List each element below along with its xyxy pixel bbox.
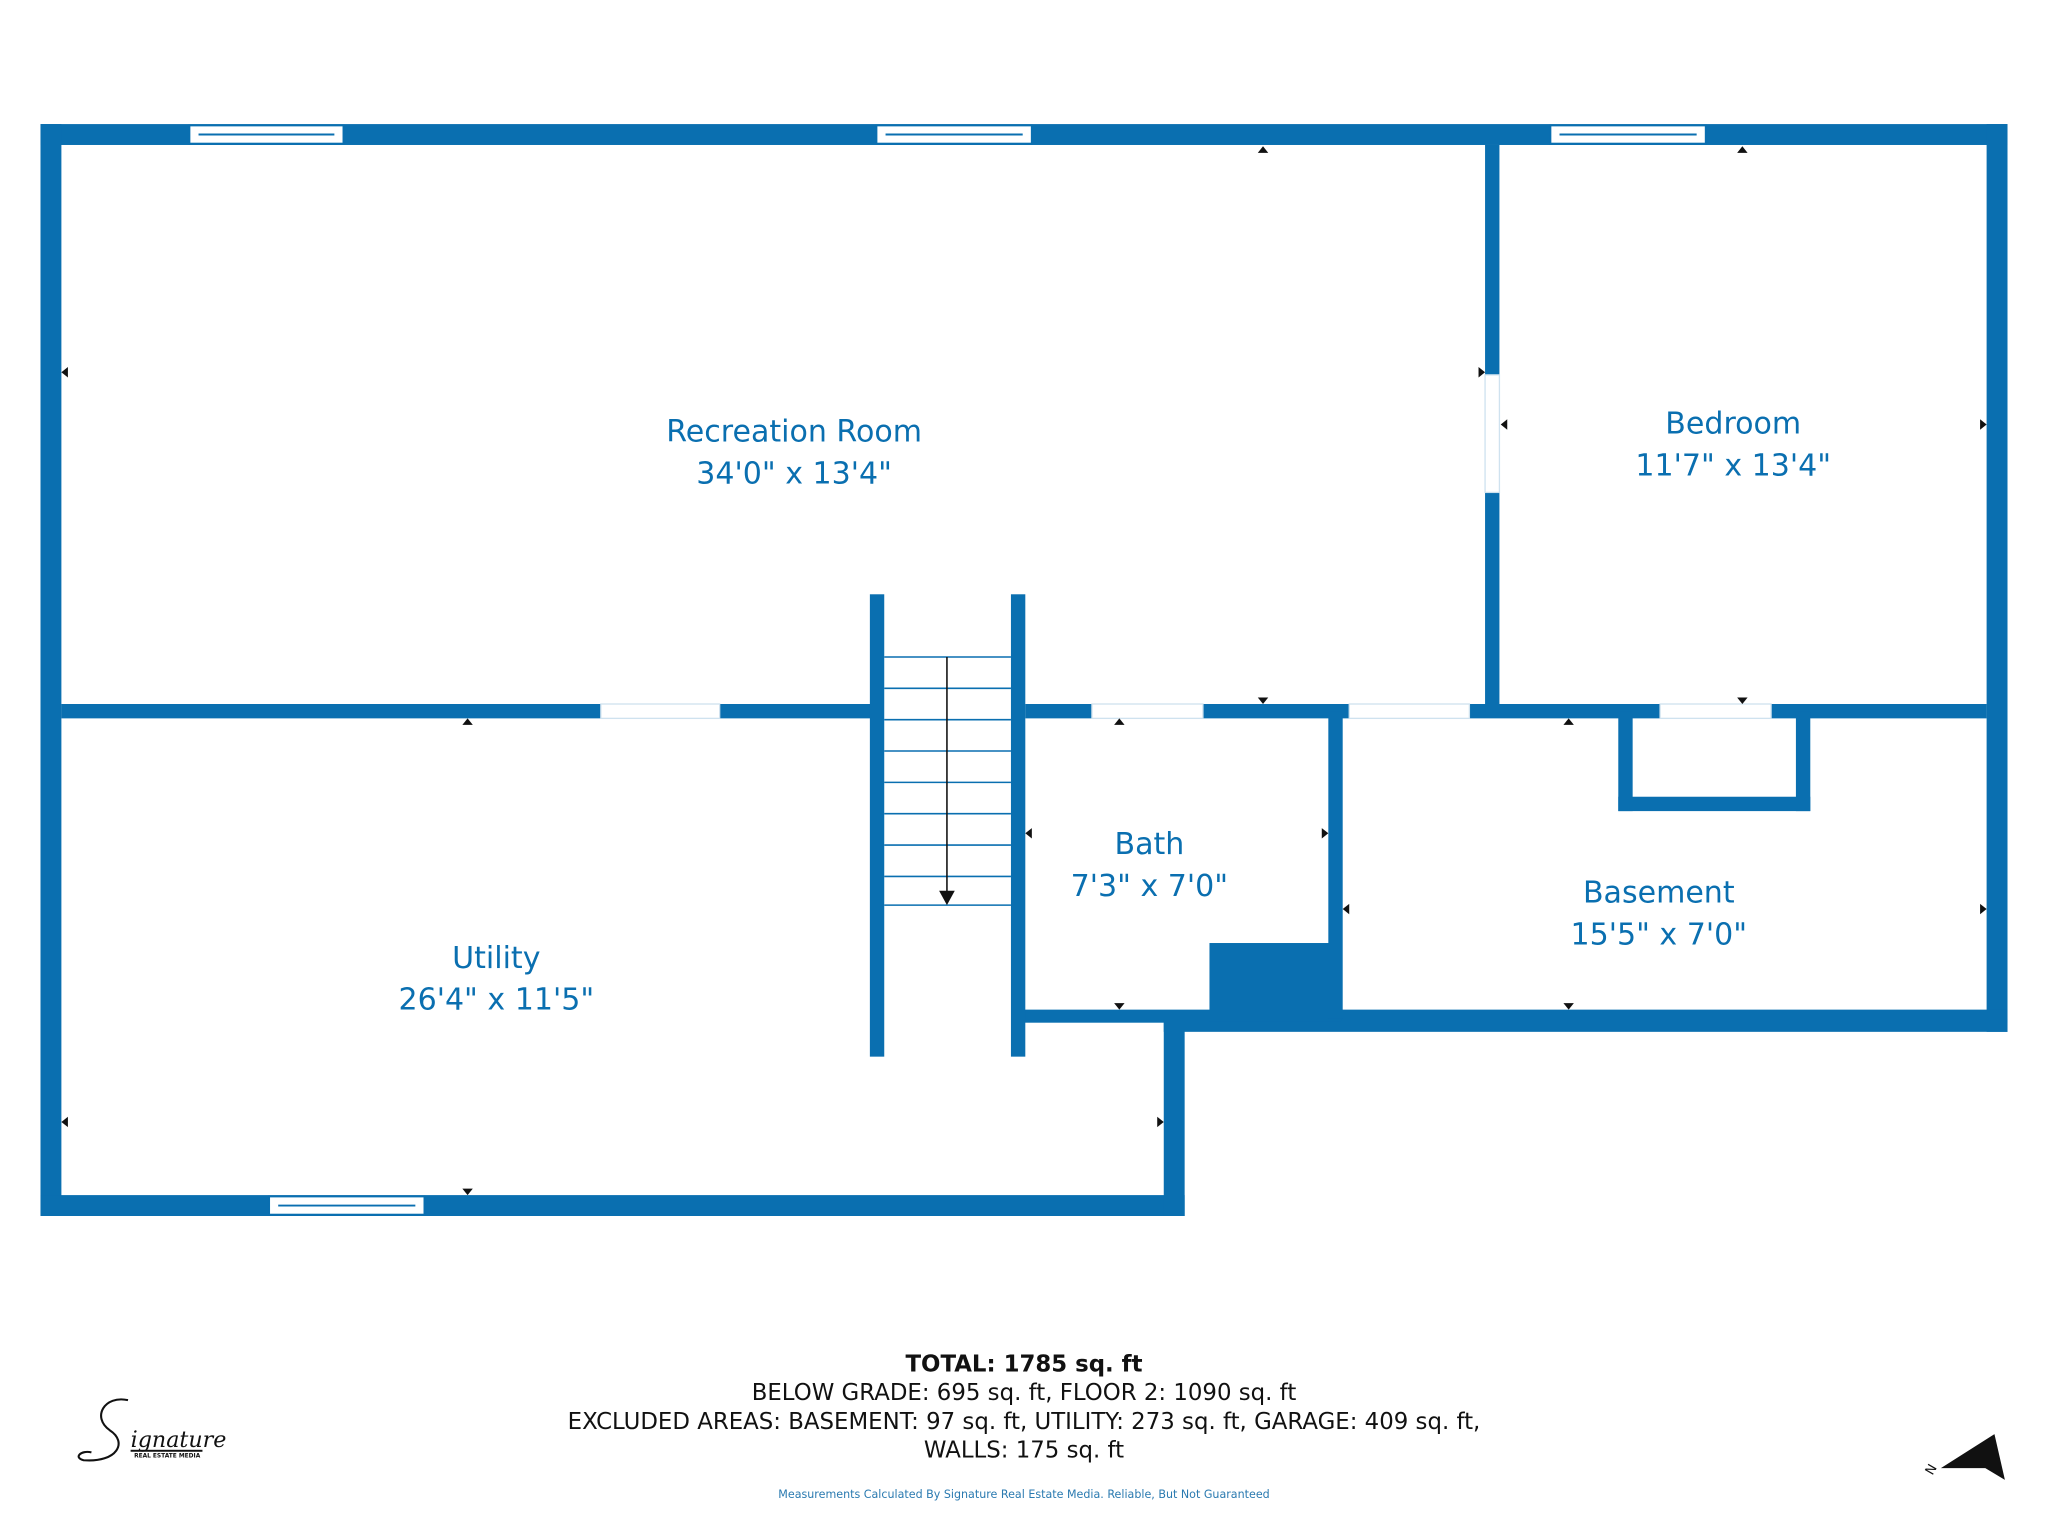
stairs [884,656,1011,906]
walls-area: WALLS: 175 sq. ft [924,1438,1124,1464]
room-recreation: Recreation Room 34'0" x 13'4" [666,414,922,491]
room-name: Recreation Room [666,414,922,449]
left-wall [40,124,62,1216]
room-name: Bedroom [1665,407,1801,442]
closet-wall [1618,711,1633,812]
area-breakdown: BELOW GRADE: 695 sq. ft, FLOOR 2: 1090 s… [752,1380,1297,1406]
window [1549,124,1707,145]
window [875,124,1033,145]
room-size: 26'4" x 11'5" [398,983,594,1018]
right-wall [1986,124,2008,1032]
stair-wall-right [1010,594,1026,1057]
svg-text:ignature: ignature [131,1427,227,1453]
area-summary: TOTAL: 1785 sq. ft BELOW GRADE: 695 sq. … [568,1351,1481,1501]
closet-wall [1795,711,1811,812]
window [268,1195,426,1216]
room-name: Basement [1583,876,1735,911]
basement-bottom-wall [1163,1018,2008,1032]
room-size: 11'7" x 13'4" [1635,448,1831,483]
door [1484,374,1501,494]
closet-wall [1618,796,1811,812]
windows [188,124,1707,1216]
signature-logo: ignature REAL ESTATE MEDIA [77,1398,227,1462]
room-size: 7'3" x 7'0" [1071,869,1228,904]
excluded-areas: EXCLUDED AREAS: BASEMENT: 97 sq. ft, UTI… [568,1409,1481,1435]
room-bedroom: Bedroom 11'7" x 13'4" [1635,407,1831,484]
bedroom-wall [1485,144,1500,375]
middle-wall [1025,704,1092,719]
room-size: 34'0" x 13'4" [696,456,892,491]
total-area: TOTAL: 1785 sq. ft [905,1351,1142,1377]
doors [600,374,1772,720]
chase-block [1209,943,1342,1022]
middle-wall [1202,704,1350,719]
utility-right-wall [1163,1022,1185,1216]
walls [40,124,2008,1216]
room-utility: Utility 26'4" x 11'5" [398,941,594,1018]
middle-wall [719,704,872,719]
middle-wall [61,704,601,719]
room-name: Bath [1114,827,1184,862]
utility-bottom-wall [40,1195,1185,1216]
stair-arrow-icon [939,890,955,906]
room-bath: Bath 7'3" x 7'0" [1071,827,1228,904]
bath-right-wall [1328,711,1343,1019]
door [1659,703,1772,720]
middle-wall [1469,704,1661,719]
door [1091,703,1204,720]
stair-wall-left [869,594,885,1057]
disclaimer: Measurements Calculated By Signature Rea… [778,1488,1269,1501]
dimension-markers [61,146,1987,1196]
north-label: N [1923,1462,1941,1478]
room-name: Utility [452,941,540,976]
door [1348,703,1471,720]
room-basement: Basement 15'5" x 7'0" [1571,876,1748,953]
north-compass-icon: N [1923,1434,2005,1480]
window [188,124,345,145]
room-size: 15'5" x 7'0" [1571,917,1748,952]
svg-text:REAL ESTATE MEDIA: REAL ESTATE MEDIA [134,1454,201,1460]
middle-wall [1771,704,1987,719]
door [600,703,721,720]
bedroom-wall [1485,492,1500,712]
